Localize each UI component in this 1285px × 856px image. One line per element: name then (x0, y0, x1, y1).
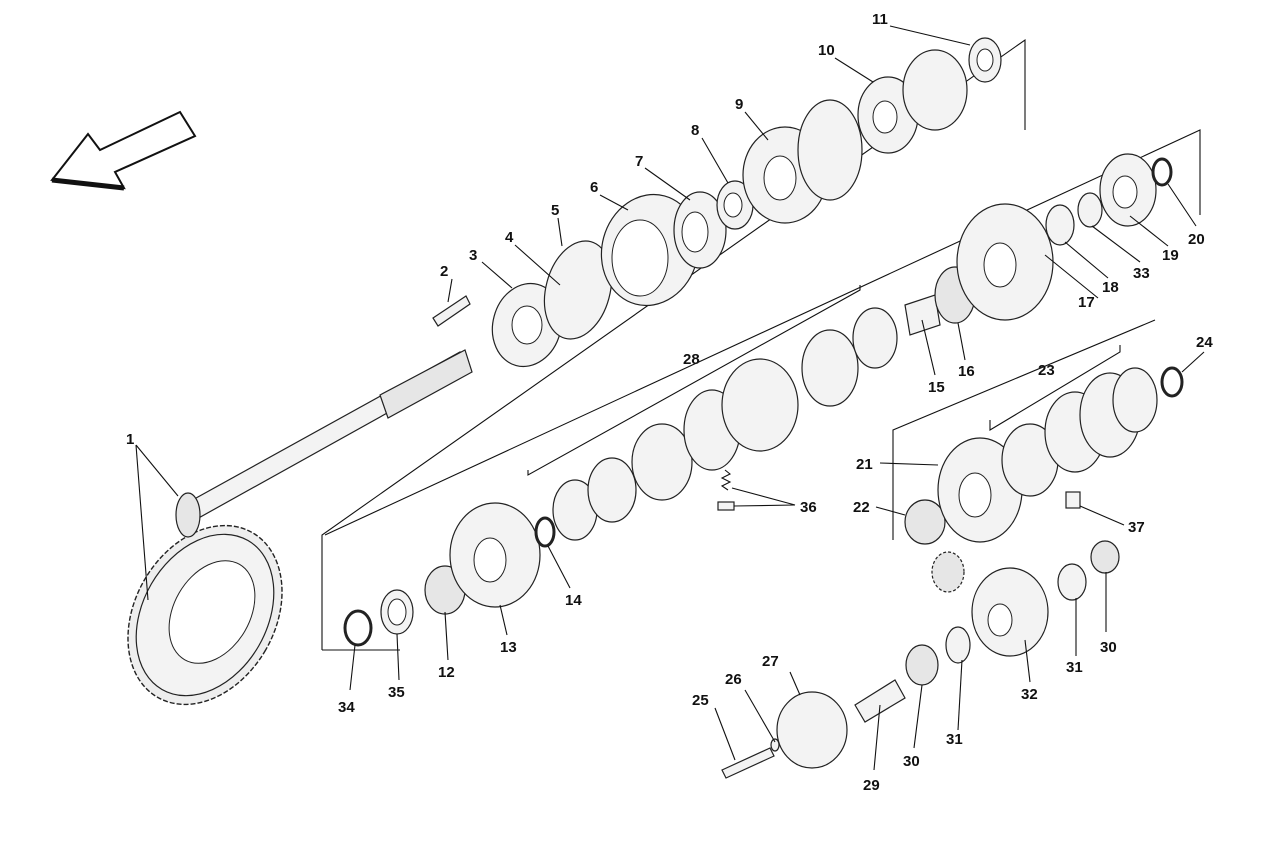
circlip-34 (343, 609, 373, 647)
gear-13 (449, 502, 541, 608)
synchro-23 (1001, 367, 1158, 497)
callout-15: 15 (928, 379, 945, 396)
plate-5 (543, 240, 613, 340)
callout-4: 4 (505, 229, 514, 246)
callout-17: 17 (1078, 294, 1095, 311)
callout-27: 27 (762, 653, 779, 670)
callouts: 1 2 3 4 5 6 7 8 9 10 11 12 13 14 15 16 1… (126, 11, 1213, 794)
callout-10: 10 (818, 42, 835, 59)
callout-32: 32 (1021, 686, 1038, 703)
callout-19: 19 (1162, 247, 1179, 264)
callout-35: 35 (388, 684, 405, 701)
callout-20: 20 (1188, 231, 1205, 248)
nut-8 (716, 180, 754, 230)
housing-27 (776, 691, 848, 769)
callout-21: 21 (856, 456, 873, 473)
callout-25: 25 (692, 692, 709, 709)
callout-30b: 30 (1100, 639, 1117, 656)
callout-24: 24 (1196, 334, 1213, 351)
washer-26 (770, 738, 780, 752)
callout-5: 5 (551, 202, 559, 219)
pad-37 (1065, 491, 1081, 509)
callout-9: 9 (735, 96, 743, 113)
callout-26: 26 (725, 671, 742, 688)
callout-36: 36 (800, 499, 817, 516)
callout-16: 16 (958, 363, 975, 380)
callout-3: 3 (469, 247, 477, 264)
leader-lines (135, 25, 1205, 771)
bolt-25 (721, 747, 775, 779)
pinion-small (931, 551, 965, 593)
bearing-7 (673, 191, 727, 269)
callout-33: 33 (1133, 265, 1150, 282)
gear-21 (937, 437, 1023, 543)
synchro-ring-a (552, 307, 898, 541)
callout-7: 7 (635, 153, 643, 170)
spring-36 (717, 469, 735, 511)
callout-34: 34 (338, 699, 355, 716)
callout-11: 11 (872, 11, 888, 28)
needle-bearing-30b (1090, 540, 1120, 574)
washer-18 (1045, 192, 1103, 246)
gear-32 (971, 567, 1049, 657)
direction-arrow-icon (50, 110, 197, 191)
thrust-washer-31a (945, 626, 971, 664)
callout-31b: 31 (1066, 659, 1083, 676)
callout-12: 12 (438, 664, 455, 681)
bearing-19 (1099, 153, 1157, 227)
callout-1: 1 (126, 431, 134, 448)
needle-bearing-30a (905, 644, 939, 686)
thrust-washer-31b (1057, 563, 1087, 601)
assembly-frame-right (322, 129, 1201, 651)
spacer-15 (904, 294, 941, 336)
callout-14: 14 (565, 592, 582, 609)
callout-13: 13 (500, 639, 517, 656)
gear-17 (956, 203, 1054, 321)
circlip-14 (534, 516, 556, 548)
callout-22: 22 (853, 499, 870, 516)
bolt-2 (432, 295, 471, 327)
callout-6: 6 (590, 179, 598, 196)
callout-2: 2 (440, 263, 448, 280)
bracket-23 (989, 345, 1121, 431)
callout-31a: 31 (946, 731, 963, 748)
callout-8: 8 (691, 122, 699, 139)
callout-37: 37 (1128, 519, 1145, 536)
assembly-frame-upper (321, 38, 1026, 650)
pinion-shaft (175, 349, 473, 538)
callout-23: 23 (1038, 362, 1055, 379)
callout-18: 18 (1102, 279, 1119, 296)
circlip-24 (1160, 366, 1184, 398)
callout-28: 28 (683, 351, 700, 368)
callout-29: 29 (863, 777, 880, 794)
gear-10 (797, 49, 968, 201)
ring-gear (127, 524, 283, 706)
callout-30a: 30 (903, 753, 920, 770)
pin-29 (854, 679, 906, 723)
washer-35 (380, 589, 414, 635)
circlip-20 (1151, 157, 1173, 187)
seal-11 (968, 37, 1002, 83)
needle-bearing-22 (904, 499, 946, 545)
bracket-28 (527, 285, 861, 476)
